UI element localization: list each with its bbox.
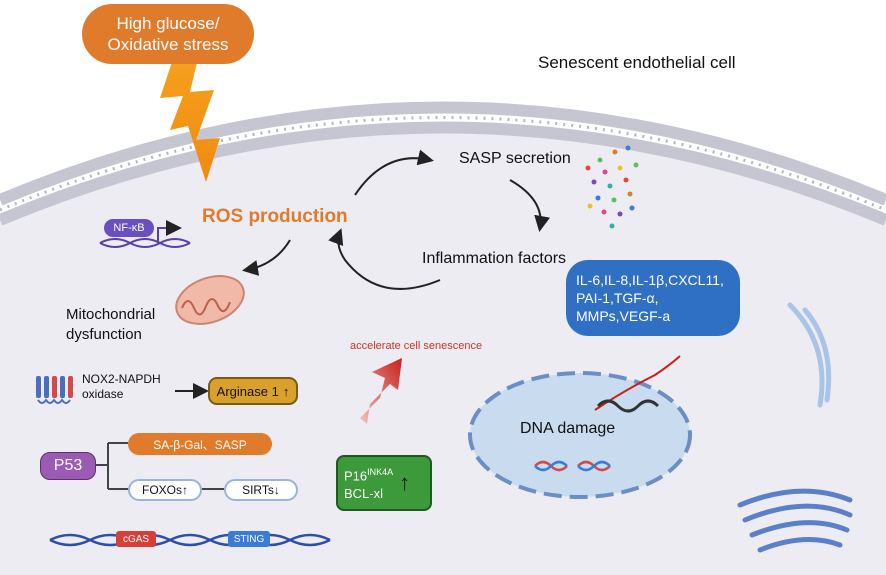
trigger-box: High glucose/ Oxidative stress [82, 4, 254, 64]
sirts-down-arrow: ↓ [273, 483, 280, 497]
p53-box: P53 [40, 452, 96, 480]
trigger-line2: Oxidative stress [107, 35, 229, 54]
p53-branch-lines [96, 442, 224, 490]
nfkb-label: NF-κB [113, 222, 145, 234]
accelerate-label: accelerate cell senescence [350, 340, 483, 352]
bcl-xl-label: BCL-xl [344, 486, 384, 502]
accelerate-arrow [360, 358, 402, 424]
cycle-arrow-sasp-to-inflammation [509, 179, 550, 232]
nucleus [468, 371, 692, 499]
mito-line1: Mitochondrial [66, 306, 156, 323]
lightning-bolt-icon [160, 50, 220, 182]
sa-beta-gal-box: SA-β-Gal、SASP [128, 433, 272, 455]
p16-up-arrow: ↑ [399, 470, 411, 495]
cell-membrane-inner [0, 121, 886, 226]
golgi-icon [737, 488, 853, 553]
arginase-up-arrow: ↑ [282, 383, 290, 399]
cgas-label: cGAS [122, 533, 150, 545]
dna-helix-icon [594, 355, 681, 413]
nox2-line2: oxidase [82, 387, 124, 401]
organelle-icon [787, 302, 832, 408]
arrow-ros-to-mito [242, 239, 291, 276]
nfkb-dna-icon [99, 220, 191, 248]
p53-label: P53 [53, 457, 83, 474]
cytokine-box: IL-6,IL-8,IL-1β,CXCL11, PAI-1,TGF-α, MMP… [566, 260, 740, 336]
cgas-sting-dna-icon [49, 533, 331, 547]
sting-label: STING [233, 533, 265, 545]
ros-label: ROS production [202, 206, 348, 227]
cytokine-line1: IL-6,IL-8,IL-1β,CXCL11, [576, 272, 724, 288]
damaged-dna-icon [534, 460, 611, 472]
cycle-arrow-inflammation-to-ros [328, 228, 441, 290]
inflammation-label: Inflammation factors [422, 250, 567, 267]
cytokine-line2: PAI-1,TGF-α, [576, 290, 659, 306]
cell-membrane-dots [0, 116, 886, 212]
sirts-box: SIRTs ↓ [224, 479, 298, 501]
sirts-label: SIRTs [242, 483, 274, 497]
sasp-label: SASP secretion [459, 150, 571, 167]
cgas-box: cGAS [116, 531, 156, 547]
cell-membrane-outer [0, 101, 886, 206]
cytokine-line3: MMPs,VEGF-a [576, 308, 671, 324]
nox2-receptor-icon [36, 376, 73, 404]
sa-beta-gal-label: SA-β-Gal、SASP [153, 437, 247, 452]
dna-damage-label: DNA damage [520, 420, 616, 437]
foxos-up-arrow: ↑ [182, 483, 188, 497]
p16-box: P16INK4A BCL-xl ↑ [336, 455, 432, 511]
foxos-box: FOXOs ↑ [128, 479, 202, 501]
sasp-particles [585, 145, 639, 229]
cell-title: Senescent endothelial cell [538, 53, 736, 72]
cycle-arrow-ros-to-sasp [354, 149, 434, 196]
arginase-label: Arginase 1 [216, 383, 279, 399]
nox2-label: NOX2-NAPDH oxidase [82, 372, 161, 402]
arginase-box: Arginase 1 ↑ [208, 377, 298, 405]
mito-label: Mitochondrial dysfunction [66, 305, 155, 345]
nox2-line1: NOX2-NAPDH [82, 372, 161, 386]
foxos-label: FOXOs [141, 483, 182, 497]
p16-label: P16 [344, 468, 368, 484]
nfkb-box: NF-κB [104, 219, 154, 237]
sting-box: STING [228, 531, 270, 547]
p16-superscript: INK4A [367, 466, 394, 477]
trigger-line1: High glucose/ [116, 14, 220, 33]
mitochondrion-icon [175, 275, 245, 325]
mito-line2: dysfunction [66, 326, 142, 343]
